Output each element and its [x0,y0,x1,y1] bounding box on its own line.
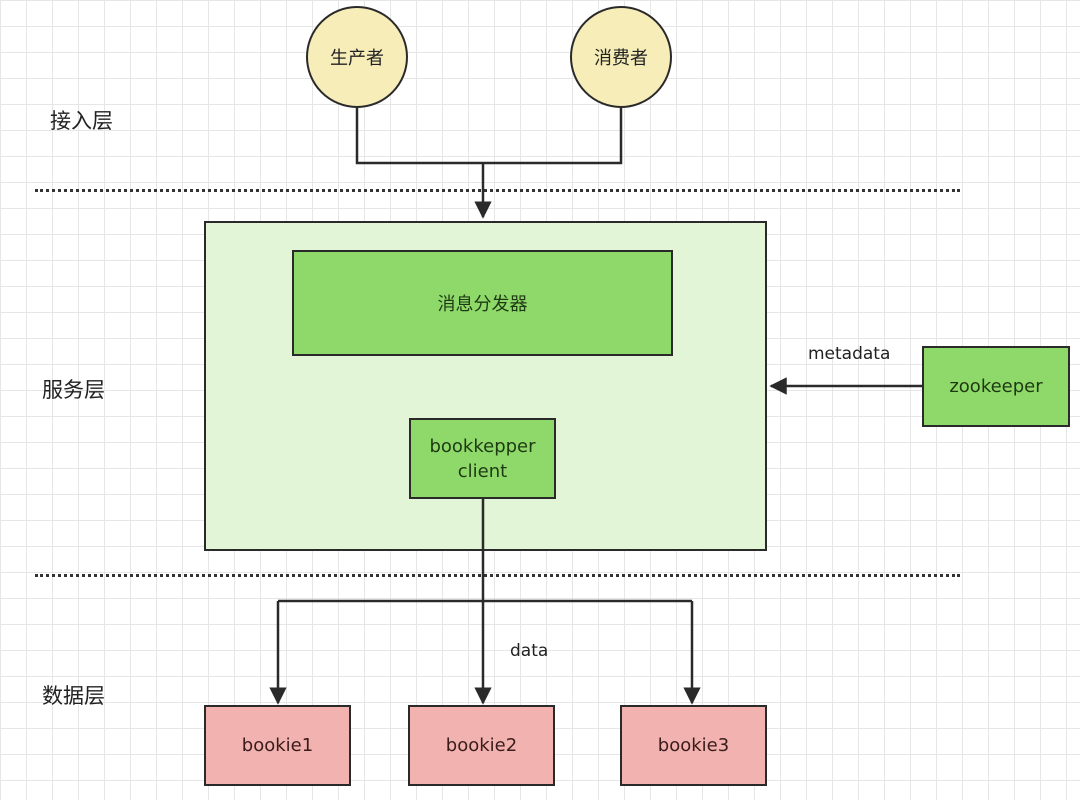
layer-label-access: 接入层 [50,109,113,133]
bookkeeper-client-label-line1: bookkepper [429,435,536,457]
divider-service-data [35,574,960,577]
dispatcher-node: 消息分发器 [292,250,673,356]
bookie1-node: bookie1 [204,705,351,786]
bookie3-node: bookie3 [620,705,767,786]
bookie2-node: bookie2 [408,705,555,786]
bookkeeper-client-node: bookkepper client [409,418,556,499]
producer-node: 生产者 [306,6,408,108]
metadata-label: metadata [808,344,891,364]
zookeeper-node: zookeeper [922,346,1070,427]
layer-label-service: 服务层 [42,378,105,402]
data-label: data [510,641,549,661]
divider-access-service [35,189,960,192]
edge-producer-consumer-join [355,108,623,165]
consumer-node: 消费者 [570,6,672,108]
bookkeeper-client-label-line2: client [457,460,508,482]
layer-label-data: 数据层 [42,684,105,708]
